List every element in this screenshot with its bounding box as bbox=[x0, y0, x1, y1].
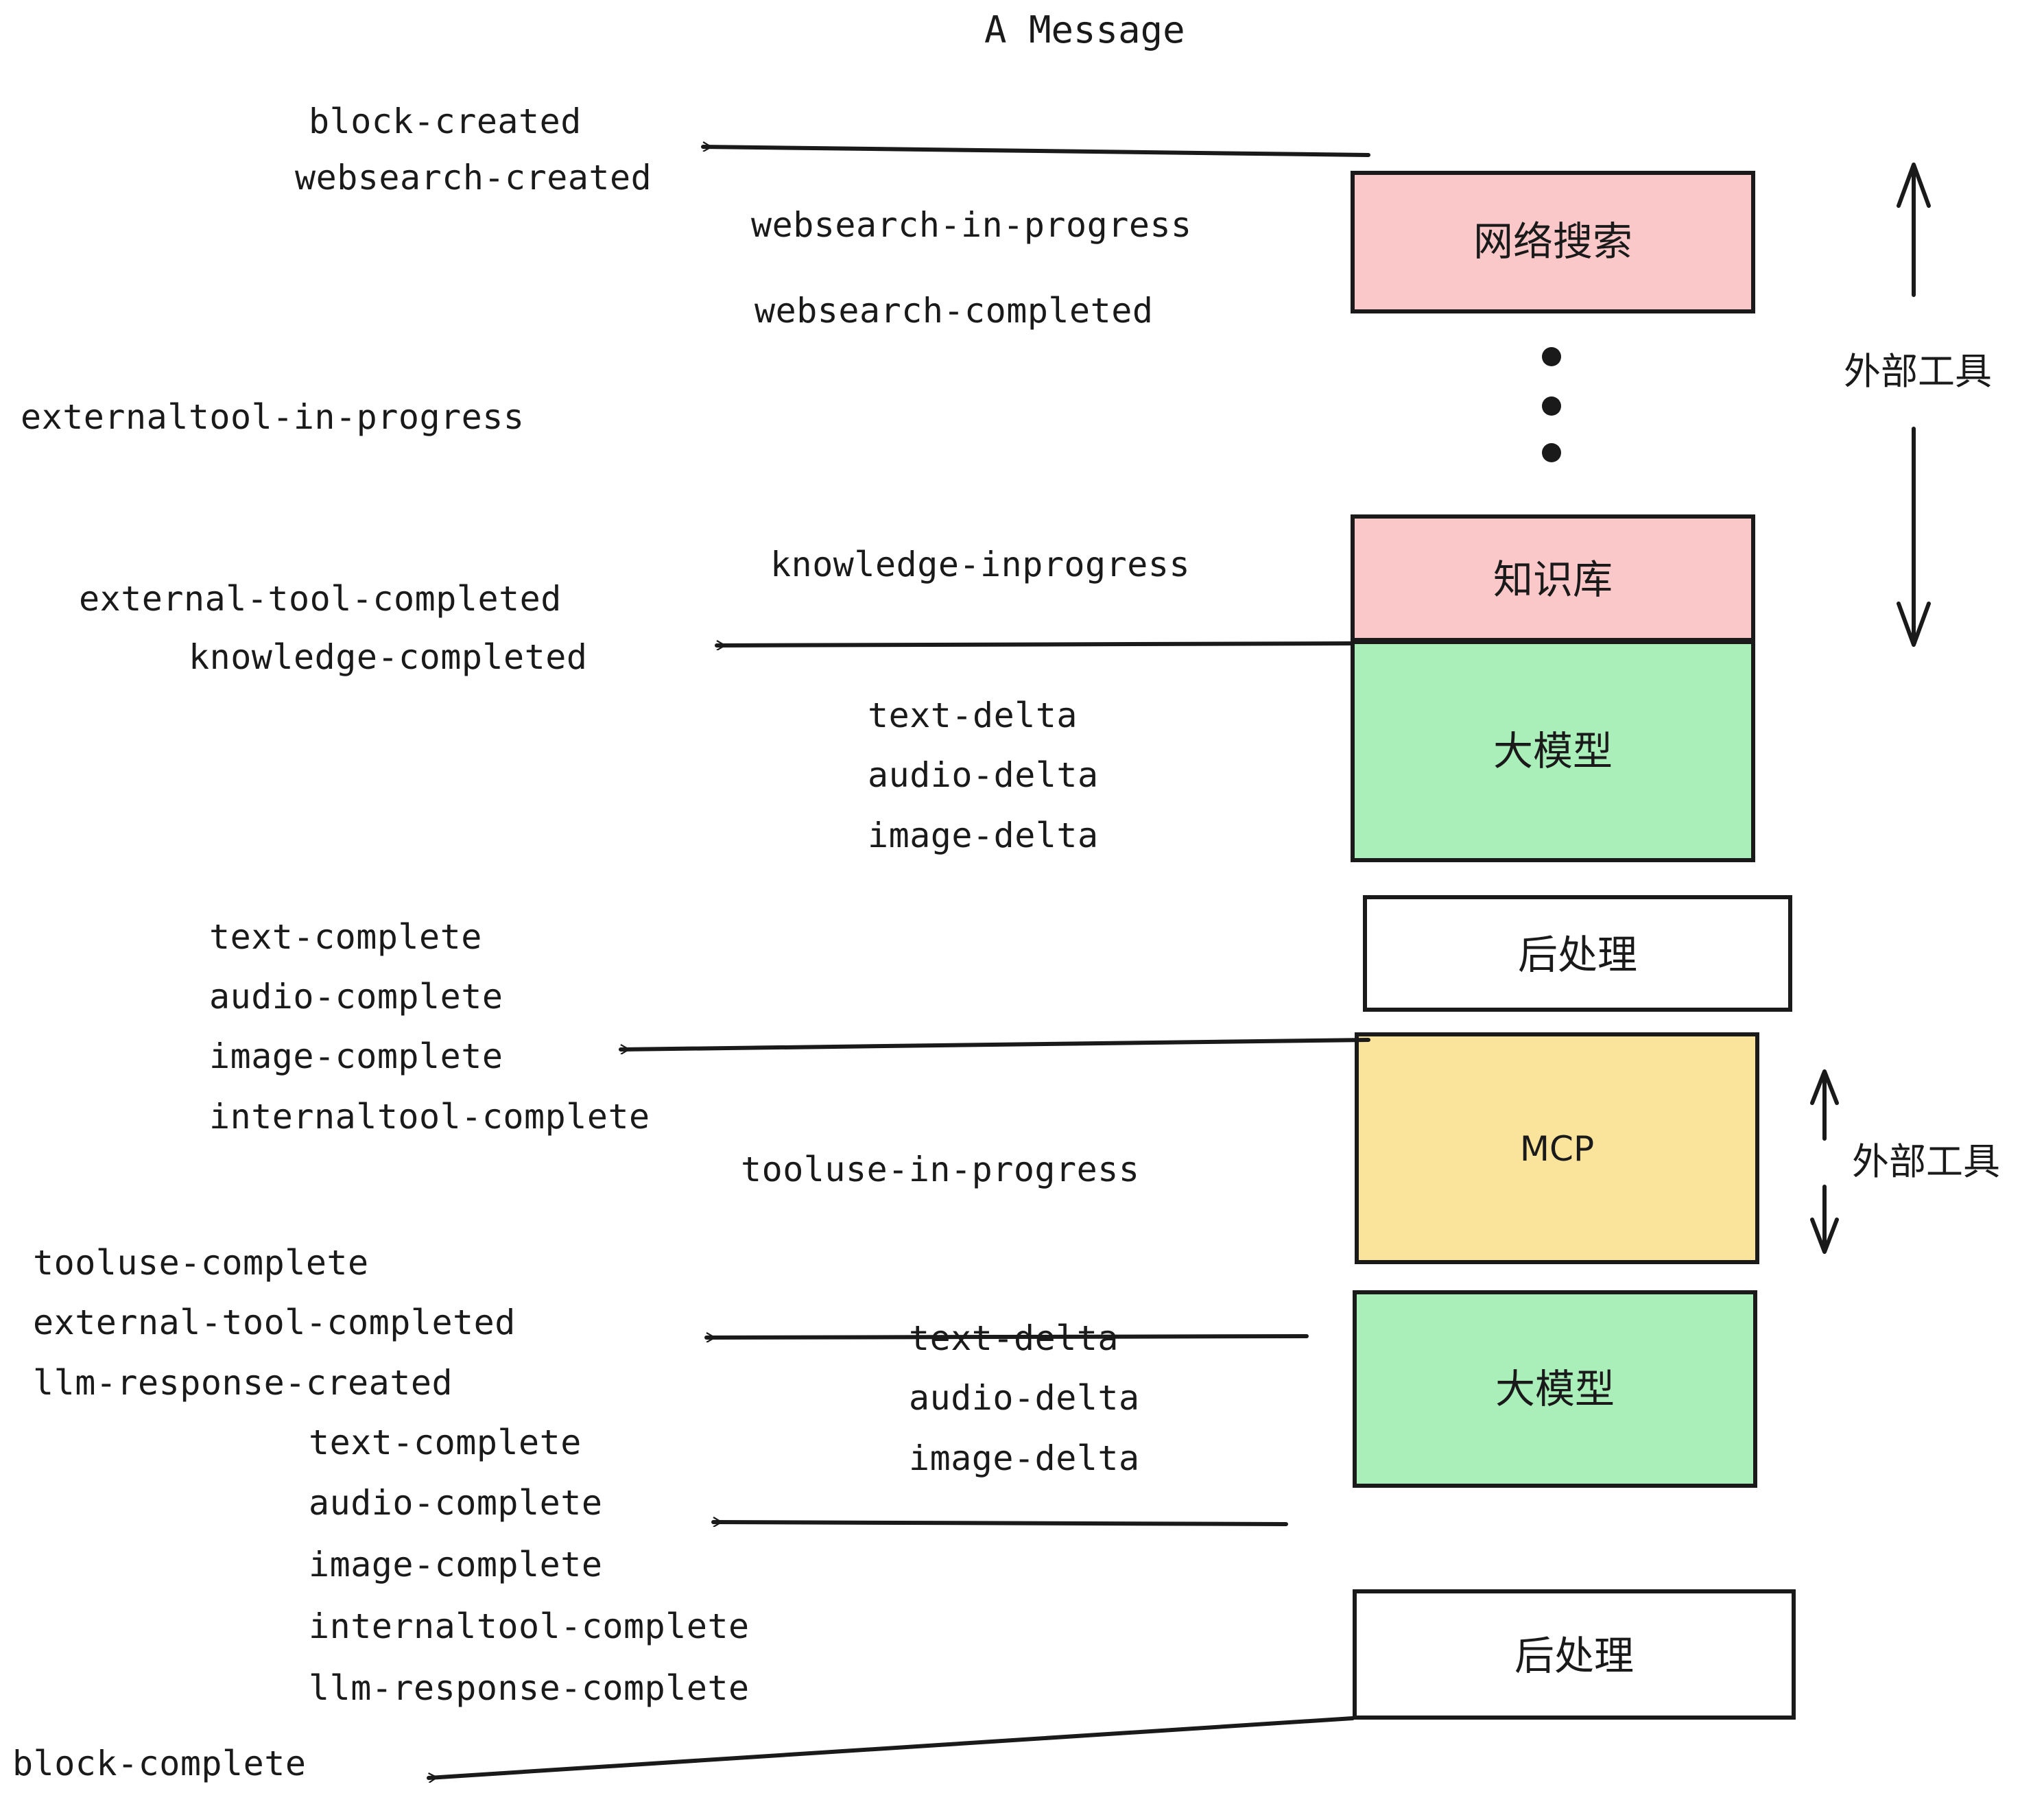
event-label-tooluse-in-progress: tooluse-in-progress bbox=[741, 1150, 1139, 1189]
page-title: A Message bbox=[984, 8, 1185, 51]
event-label-text-complete-1: text-complete bbox=[209, 917, 482, 957]
event-label-image-complete-2: image-complete bbox=[309, 1545, 602, 1585]
event-label-externaltool-in-progress: externaltool-in-progress bbox=[21, 397, 524, 437]
node-mcp: MCP bbox=[1355, 1032, 1759, 1264]
node-label: 知识库 bbox=[1493, 556, 1613, 603]
event-label-internaltool-complete-1: internaltool-complete bbox=[209, 1097, 650, 1137]
node-box-rect bbox=[1351, 514, 1755, 642]
node-label: 后处理 bbox=[1514, 1633, 1634, 1679]
event-label-text-delta-2: text-delta bbox=[909, 1318, 1119, 1358]
connector-tooluse-complete-arrow bbox=[704, 1336, 1309, 1338]
event-label-block-complete: block-complete bbox=[12, 1744, 306, 1783]
event-label-knowledge-completed: knowledge-completed bbox=[189, 637, 587, 677]
event-label-websearch-in-progress: websearch-in-progress bbox=[751, 205, 1192, 245]
event-label-websearch-completed: websearch-completed bbox=[754, 291, 1153, 331]
event-label-audio-complete-1: audio-complete bbox=[209, 977, 503, 1017]
event-label-internaltool-complete-2: internaltool-complete bbox=[309, 1606, 750, 1646]
event-label-external-tool-completed-1: external-tool-completed bbox=[79, 579, 562, 619]
span-arrow-down bbox=[1897, 427, 1931, 647]
node-label: 网络搜索 bbox=[1473, 218, 1632, 265]
event-label-text-delta-1: text-delta bbox=[868, 696, 1078, 735]
node-label: 大模型 bbox=[1495, 1366, 1615, 1412]
node-label: MCP bbox=[1520, 1129, 1594, 1169]
ellipsis-dot bbox=[1542, 443, 1561, 462]
event-label-knowledge-inprogress: knowledge-inprogress bbox=[770, 545, 1190, 584]
event-label-image-delta-2: image-delta bbox=[909, 1438, 1140, 1478]
event-label-block-created: block-created bbox=[309, 102, 582, 141]
connector-audio-complete-arrow bbox=[711, 1522, 1288, 1524]
event-label-audio-delta-1: audio-delta bbox=[868, 755, 1099, 795]
node-websearch: 网络搜索 bbox=[1351, 171, 1755, 313]
node-llm-2: 大模型 bbox=[1353, 1290, 1757, 1488]
side-annotation-label: 外部工具 bbox=[1852, 1140, 2000, 1183]
external-tool-span-bottom: 外部工具 bbox=[1810, 1069, 2000, 1254]
event-label-websearch-created: websearch-created bbox=[295, 158, 652, 198]
event-label-audio-complete-2: audio-complete bbox=[309, 1483, 602, 1523]
event-label-image-complete-1: image-complete bbox=[209, 1036, 503, 1076]
event-label-external-tool-completed-2: external-tool-completed bbox=[33, 1303, 516, 1342]
ellipsis-dots bbox=[1542, 347, 1561, 462]
node-box-rect bbox=[1363, 895, 1792, 1012]
node-label: 大模型 bbox=[1493, 728, 1613, 774]
ellipsis-dot bbox=[1542, 396, 1561, 416]
span-arrow-up bbox=[1897, 163, 1931, 297]
connector-image-complete-arrow bbox=[619, 1038, 1370, 1049]
event-label-text-complete-2: text-complete bbox=[309, 1423, 582, 1462]
external-tool-span-top: 外部工具 bbox=[1844, 163, 1992, 647]
node-box-rect bbox=[1353, 1290, 1757, 1488]
node-knowledge: 知识库 bbox=[1351, 514, 1755, 642]
event-label-llm-response-created: llm-response-created bbox=[33, 1363, 453, 1403]
event-label-tooluse-complete: tooluse-complete bbox=[33, 1243, 369, 1283]
event-label-image-delta-1: image-delta bbox=[868, 816, 1099, 855]
node-box-rect bbox=[1351, 171, 1755, 313]
side-annotation-label: 外部工具 bbox=[1844, 350, 1992, 393]
node-box-rect bbox=[1355, 1032, 1759, 1264]
span-arrow-up bbox=[1810, 1069, 1839, 1141]
connector-block-complete-arrow bbox=[427, 1716, 1355, 1778]
event-label-llm-response-complete: llm-response-complete bbox=[309, 1668, 750, 1708]
node-llm-1: 大模型 bbox=[1351, 640, 1755, 862]
node-box-rect bbox=[1353, 1589, 1796, 1720]
node-box-rect bbox=[1351, 640, 1755, 862]
connector-block-created-arrow bbox=[701, 147, 1370, 157]
ellipsis-dot bbox=[1542, 347, 1561, 366]
span-arrow-down bbox=[1810, 1185, 1839, 1254]
event-label-audio-delta-2: audio-delta bbox=[909, 1378, 1140, 1418]
node-postprocess-1: 后处理 bbox=[1363, 895, 1792, 1012]
connector-knowledge-completed-arrow bbox=[715, 643, 1353, 645]
node-postprocess-2: 后处理 bbox=[1353, 1589, 1796, 1720]
node-label: 后处理 bbox=[1518, 931, 1637, 978]
